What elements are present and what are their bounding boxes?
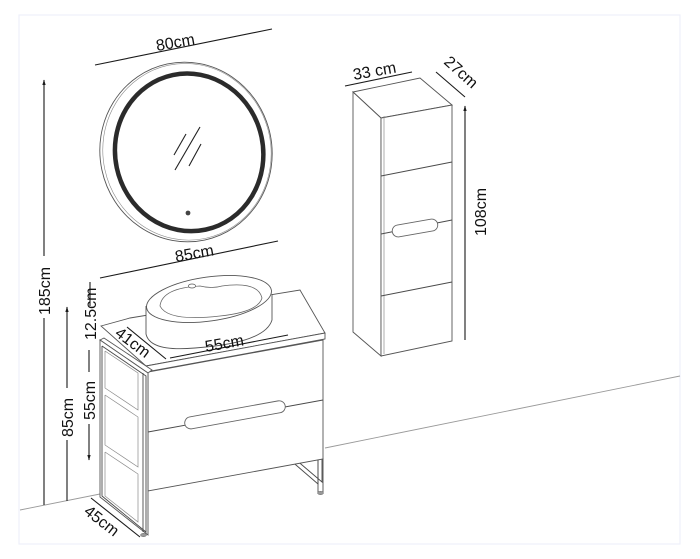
dim-cabinet-height: 108cm	[463, 105, 490, 340]
label-sink-height: 12.5cm	[83, 288, 100, 340]
label-cabinet-height: 108cm	[473, 188, 490, 236]
tap-hole	[188, 283, 196, 289]
vanity-unit: 55cm 41cm	[99, 275, 326, 537]
label-overall-height: 185cm	[37, 267, 54, 315]
cabinet-side	[352, 90, 382, 357]
dim-vanity-height: 85cm	[54, 306, 80, 501]
label-mirror-width: 80cm	[155, 31, 196, 55]
label-sink-width: 55cm	[204, 332, 245, 356]
vanity-right-leg	[288, 458, 324, 495]
dim-mirror-lower-span: 85cm	[99, 240, 279, 279]
label-vanity-height: 85cm	[60, 398, 77, 437]
led-ring	[112, 71, 266, 234]
drawer-handle[interactable]	[184, 400, 287, 430]
cabinet-door-line-1	[380, 161, 453, 177]
tall-cabinet	[352, 77, 454, 357]
mirror-outer-edge-2	[102, 63, 272, 241]
dim-sink-height: 12.5cm	[83, 282, 100, 340]
cabinet-door-line-3	[380, 281, 453, 297]
dim-mirror-width: 80cm	[94, 28, 273, 66]
dim-cabinet-height: 55cm	[76, 350, 102, 461]
floor-line	[19, 375, 681, 511]
label-cabinet-height: 55cm	[82, 381, 99, 420]
round-led-mirror	[99, 61, 273, 243]
vanity-side-frame	[99, 337, 153, 537]
cabinet-handle[interactable]	[391, 218, 439, 238]
dim-sink-width: 55cm	[169, 332, 289, 359]
vessel-sink	[145, 275, 273, 350]
glass-reflection-icon	[173, 126, 202, 171]
touch-sensor-icon	[185, 210, 191, 216]
dim-overall-height: 185cm	[30, 79, 58, 505]
label-mirror-lower-span: 85cm	[174, 242, 215, 266]
